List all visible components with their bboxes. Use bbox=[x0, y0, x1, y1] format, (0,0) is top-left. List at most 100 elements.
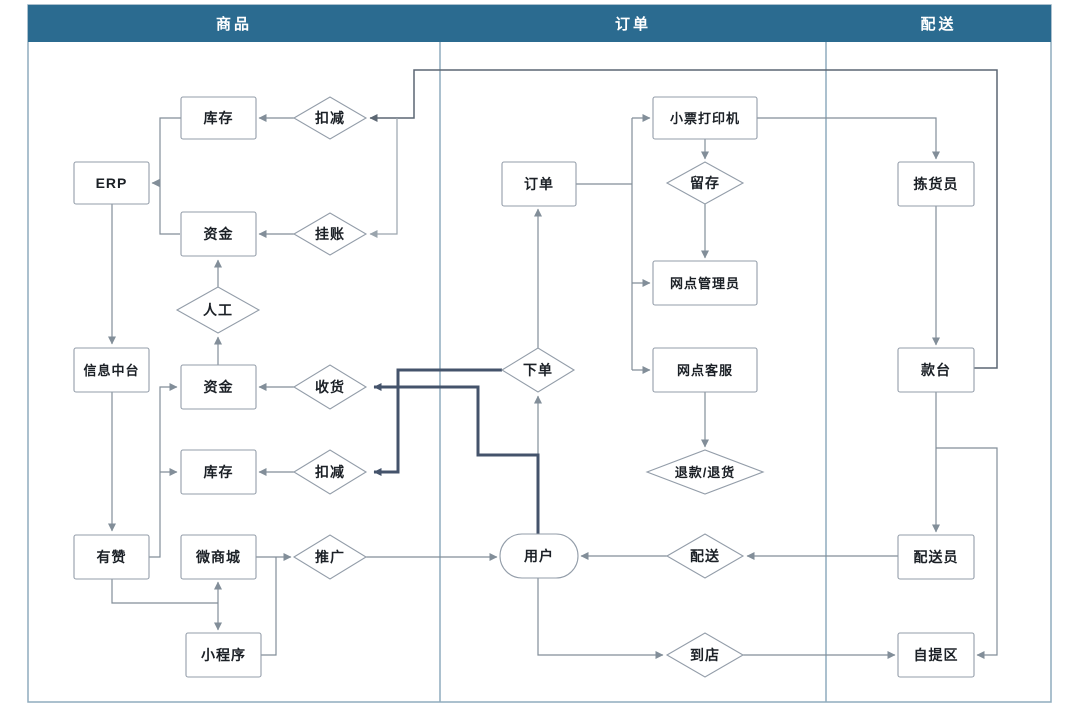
node-label-xiaochengxu: 小程序 bbox=[201, 647, 246, 663]
stadium-shape-yonghu bbox=[499, 533, 579, 579]
edge-xiaochengxu-join-tuiguang bbox=[261, 557, 277, 656]
rect-shape-xinxi-zhongtai bbox=[73, 347, 150, 393]
node-tuiguang bbox=[292, 534, 368, 580]
node-koujian-bottom bbox=[292, 449, 368, 495]
node-kucun-top bbox=[180, 96, 257, 140]
lane-header-shangpin: 商品 bbox=[216, 15, 252, 33]
node-xiaopiao-dayinji bbox=[652, 96, 758, 140]
rect-shape-zijin-top bbox=[180, 211, 257, 257]
node-xinxi-zhongtai bbox=[73, 347, 150, 393]
edge-youzan-down-split bbox=[111, 579, 218, 604]
rect-shape-zijin-bottom bbox=[180, 364, 257, 410]
diamond-shape-rengong bbox=[175, 286, 261, 334]
diamond-shape-xiadan bbox=[500, 347, 576, 393]
edge-yonghu-to-daodian bbox=[537, 578, 664, 659]
diamond-shape-tuikuan-tuihuo bbox=[645, 449, 765, 495]
swimlane-header-band bbox=[28, 5, 1051, 42]
node-tuikuan-tuihuo bbox=[645, 449, 765, 495]
diamond-shape-peisong-node bbox=[665, 533, 745, 579]
node-label-kucun-top: 库存 bbox=[204, 110, 234, 126]
rect-shape-peisongyuan bbox=[897, 534, 975, 580]
edge-kuantai-loop-to-koujian-top bbox=[369, 69, 998, 369]
rect-shape-wangdian-kefu bbox=[652, 347, 758, 393]
rect-shape-erp bbox=[73, 161, 150, 205]
node-label-tuikuan-tuihuo: 退款/退货 bbox=[675, 465, 736, 480]
node-label-koujian-top: 扣减 bbox=[315, 110, 345, 126]
node-kucun-bottom bbox=[180, 449, 257, 495]
rect-shape-jianhuoyuan bbox=[897, 161, 975, 207]
lane-header-dingdan: 订单 bbox=[615, 15, 651, 33]
rect-shape-wangdian-guanliyuan bbox=[652, 260, 758, 306]
node-kuantai bbox=[897, 347, 975, 393]
lane-header-peisong: 配送 bbox=[920, 15, 956, 33]
node-shouhuo bbox=[292, 364, 368, 410]
node-label-wangdian-kefu: 网点客服 bbox=[677, 363, 733, 378]
rect-shape-xiaopiao-dayinji bbox=[652, 96, 758, 140]
node-zijin-top bbox=[180, 211, 257, 257]
rect-shape-dingdan bbox=[501, 161, 577, 207]
rect-shape-xiaochengxu bbox=[185, 632, 262, 678]
node-label-xinxi-zhongtai: 信息中台 bbox=[83, 363, 139, 378]
node-label-yonghu: 用户 bbox=[524, 548, 554, 564]
node-wangdian-kefu bbox=[652, 347, 758, 393]
node-label-kucun-bottom: 库存 bbox=[204, 464, 234, 480]
nodes-layer bbox=[73, 96, 975, 678]
edge-loop-branch-to-guazhang bbox=[369, 118, 398, 238]
rect-shape-weishangcheng bbox=[180, 534, 257, 580]
node-label-xiaopiao-dayinji: 小票打印机 bbox=[670, 111, 740, 126]
edge-yonghu-to-shouhuo bbox=[373, 383, 540, 534]
node-peisong-node bbox=[665, 533, 745, 579]
node-zijin-bottom bbox=[180, 364, 257, 410]
node-label-wangdian-guanliyuan: 网点管理员 bbox=[670, 276, 740, 291]
diamond-shape-koujian-top bbox=[292, 96, 368, 140]
edge-xiaopiao-to-jianhuoyuan bbox=[757, 117, 940, 160]
node-label-daodian: 到店 bbox=[690, 647, 720, 663]
edge-kucun-zijin-join bbox=[159, 117, 181, 235]
node-label-rengong: 人工 bbox=[203, 302, 233, 318]
node-label-zitiqu: 自提区 bbox=[914, 647, 959, 663]
node-xiaochengxu bbox=[185, 632, 262, 678]
node-label-peisongyuan: 配送员 bbox=[914, 549, 959, 565]
node-label-liucun: 留存 bbox=[690, 175, 720, 191]
node-koujian-top bbox=[292, 96, 368, 140]
rect-shape-kucun-top bbox=[180, 96, 257, 140]
node-label-zijin-bottom: 资金 bbox=[204, 379, 234, 395]
diamond-shape-tuiguang bbox=[292, 534, 368, 580]
rect-shape-zitiqu bbox=[897, 632, 975, 678]
node-label-koujian-bottom: 扣减 bbox=[315, 464, 345, 480]
rect-shape-kucun-bottom bbox=[180, 449, 257, 495]
node-zitiqu bbox=[897, 632, 975, 678]
node-label-tuiguang: 推广 bbox=[315, 549, 345, 565]
diamond-shape-liucun bbox=[665, 161, 745, 205]
edge-kuantai-branch-to-zitiqu bbox=[936, 447, 998, 659]
node-guazhang bbox=[292, 212, 368, 256]
node-label-dingdan: 订单 bbox=[524, 176, 554, 192]
node-rengong bbox=[175, 286, 261, 334]
node-label-weishangcheng: 微商城 bbox=[195, 549, 241, 565]
node-label-youzan: 有赞 bbox=[97, 549, 127, 565]
node-label-erp: ERP bbox=[96, 175, 128, 191]
node-label-guazhang: 挂账 bbox=[315, 226, 345, 242]
diamond-shape-shouhuo bbox=[292, 364, 368, 410]
node-peisongyuan bbox=[897, 534, 975, 580]
edges-layer bbox=[108, 69, 998, 659]
node-xiadan bbox=[500, 347, 576, 393]
node-label-zijin-top: 资金 bbox=[204, 226, 234, 242]
node-daodian bbox=[665, 632, 745, 678]
node-weishangcheng bbox=[180, 534, 257, 580]
edge-xiadan-to-koujian-bottom bbox=[373, 368, 502, 476]
node-label-peisong-node: 配送 bbox=[690, 548, 720, 564]
node-label-xiadan: 下单 bbox=[523, 362, 553, 378]
node-youzan bbox=[73, 534, 150, 580]
diamond-shape-guazhang bbox=[292, 212, 368, 256]
node-label-jianhuoyuan: 拣货员 bbox=[914, 176, 959, 192]
rect-shape-youzan bbox=[73, 534, 150, 580]
node-label-kuantai: 款台 bbox=[921, 362, 951, 378]
diamond-shape-koujian-bottom bbox=[292, 449, 368, 495]
node-yonghu bbox=[499, 533, 579, 579]
node-dingdan bbox=[501, 161, 577, 207]
node-erp bbox=[73, 161, 150, 205]
node-jianhuoyuan bbox=[897, 161, 975, 207]
node-label-shouhuo: 收货 bbox=[315, 379, 345, 395]
